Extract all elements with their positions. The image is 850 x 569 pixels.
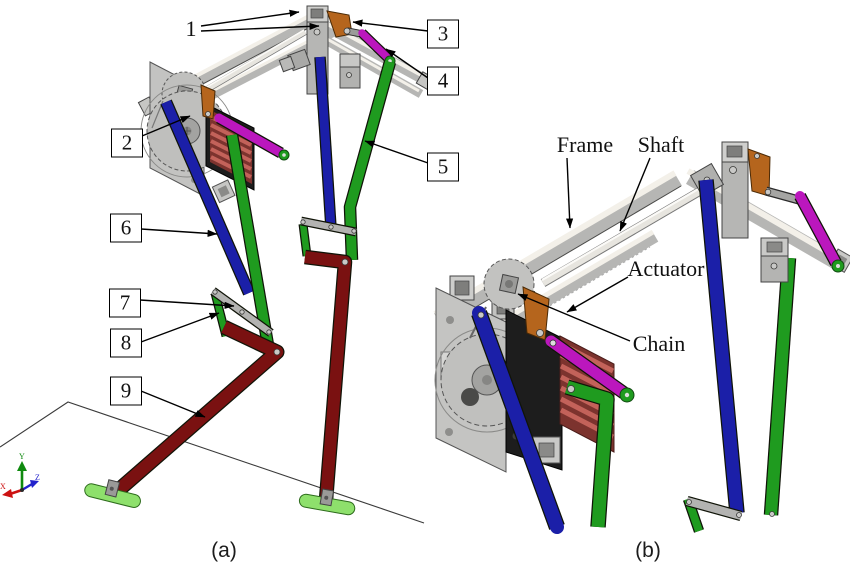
label-chain: Chain [632, 331, 686, 356]
caption-a: (a) [211, 539, 237, 562]
coordinate-triad: Y X Z [0, 452, 40, 498]
label-1: 1 [185, 16, 197, 41]
z-axis-arrow [30, 480, 39, 488]
green-link-a-left [227, 134, 274, 352]
label-2: 2 [111, 128, 143, 158]
ground-line [0, 401, 425, 524]
magenta-link-a-top [358, 29, 393, 63]
label-shaft: Shaft [637, 132, 685, 157]
leader-lines-a [139, 9, 429, 418]
left-leg-a [84, 99, 290, 508]
green-link-a-right [345, 60, 395, 261]
crank-b-left [522, 286, 550, 341]
blue-link-b-right [699, 179, 744, 514]
label-9: 9 [110, 376, 142, 406]
top-post-b [689, 141, 749, 239]
green-link-b-left [565, 380, 614, 528]
x-axis-label: X [0, 482, 6, 491]
shaft-b [540, 186, 705, 287]
blue-link-a-left [161, 100, 254, 295]
magenta-link-b-left [545, 335, 630, 399]
x-axis-arrow [2, 489, 13, 498]
label-actuator: Actuator [627, 256, 705, 281]
foot-a-left [84, 479, 141, 508]
y-axis-label: Y [19, 452, 25, 461]
blue-link-a-right [315, 56, 336, 229]
leader-lines-b [517, 157, 651, 342]
magenta-link-b-right [795, 191, 841, 268]
view-a-illustration: Y X Z [0, 5, 435, 524]
view-b-illustration [433, 141, 850, 534]
red-leg-a-right [304, 251, 351, 501]
bracket-a-right [339, 53, 361, 89]
label-8: 8 [110, 328, 142, 358]
label-4: 4 [427, 66, 459, 96]
label-7: 7 [109, 288, 141, 318]
right-leg-a [298, 56, 397, 516]
connecting-rod-b [685, 497, 743, 520]
green-link-b-right [765, 257, 795, 516]
z-axis-label: Z [35, 473, 40, 482]
crank-linkage-b-top [747, 148, 845, 273]
label-frame: Frame [556, 132, 614, 157]
y-axis-arrow [17, 461, 27, 471]
label-6: 6 [110, 213, 142, 243]
bracket-b-right [760, 237, 789, 283]
label-5: 5 [427, 152, 459, 182]
magenta-link-a-left [214, 113, 286, 158]
crank-linkage-a-top [326, 10, 396, 67]
bottom-linkage-b [683, 495, 775, 533]
caption-b: (b) [635, 539, 661, 562]
crank-a-left [200, 84, 216, 120]
label-3: 3 [427, 19, 459, 49]
foot-a-right [298, 488, 356, 516]
blue-link-b-left [472, 306, 564, 534]
